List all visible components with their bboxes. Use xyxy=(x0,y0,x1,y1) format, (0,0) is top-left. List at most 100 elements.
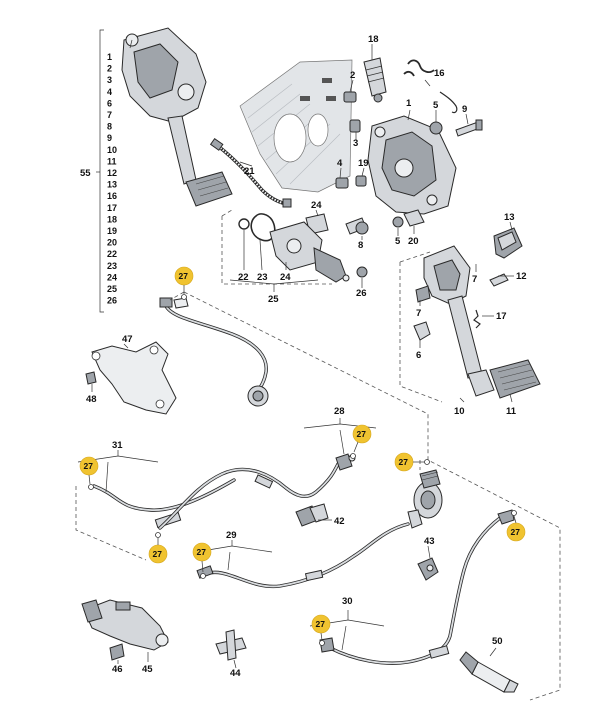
callout-27-e: 27 xyxy=(506,510,526,542)
hydraulic-line-28 xyxy=(158,453,356,530)
label-31: 31 xyxy=(112,440,123,451)
label-13: 13 xyxy=(504,212,515,223)
label-28: 28 xyxy=(334,406,345,417)
callout-bubbles: 27 27 27 27 27 xyxy=(79,266,526,646)
svg-text:27: 27 xyxy=(511,527,521,537)
label-29: 29 xyxy=(226,530,237,541)
bracket-42 xyxy=(295,503,329,527)
label-45: 45 xyxy=(142,664,153,675)
list-item: 23 xyxy=(107,261,117,271)
label-18: 18 xyxy=(368,34,379,45)
list-item: 16 xyxy=(107,191,117,201)
label-8: 8 xyxy=(358,240,363,251)
svg-text:27: 27 xyxy=(399,457,409,467)
label-46: 46 xyxy=(112,664,123,675)
list-item: 8 xyxy=(107,122,112,132)
list-item: 6 xyxy=(107,98,112,108)
brake-pedal-assembly xyxy=(121,27,233,207)
label-5b: 5 xyxy=(395,236,401,247)
spring-18 xyxy=(363,57,387,103)
list-item: 7 xyxy=(107,110,112,120)
label-4: 4 xyxy=(337,158,343,169)
list-item: 18 xyxy=(107,214,117,224)
return-spring-16 xyxy=(403,59,458,114)
clutch-pedal-assembly xyxy=(399,245,541,403)
list-item: 13 xyxy=(107,180,117,190)
callout-27-h: 27 xyxy=(311,614,331,646)
label-6: 6 xyxy=(416,350,421,361)
label-42: 42 xyxy=(334,516,345,527)
bulkhead-panel xyxy=(239,59,353,193)
nut-5b xyxy=(392,216,404,228)
label-26: 26 xyxy=(356,288,367,299)
label-47: 47 xyxy=(122,334,133,345)
label-5a: 5 xyxy=(433,100,439,111)
label-7b: 7 xyxy=(416,308,421,319)
pin-8 xyxy=(345,217,369,235)
list-item: 25 xyxy=(107,284,117,294)
hydraulic-line-31 xyxy=(92,478,236,529)
list-item: 26 xyxy=(107,296,117,306)
clutch-pedal-bracket-1 xyxy=(367,115,457,215)
part-labels: 18 16 2 1 5 9 3 4 19 21 24 8 5 20 13 7 1… xyxy=(86,34,527,679)
master-cylinder-group xyxy=(221,209,368,285)
svg-text:27: 27 xyxy=(357,429,367,439)
svg-text:27: 27 xyxy=(197,547,207,557)
label-19: 19 xyxy=(358,158,369,169)
label-24a: 24 xyxy=(311,200,322,211)
hose-21 xyxy=(209,137,292,208)
label-43: 43 xyxy=(424,536,435,547)
list-item: 12 xyxy=(107,168,117,178)
callout-27-a: 27 xyxy=(174,266,194,300)
label-24b: 24 xyxy=(280,272,291,283)
list-item: 20 xyxy=(107,238,117,248)
label-9: 9 xyxy=(462,104,467,115)
label-44: 44 xyxy=(230,668,241,679)
washer-20 xyxy=(403,209,425,227)
callout-27-d: 27 xyxy=(79,456,99,490)
label-3: 3 xyxy=(353,138,358,149)
bracket-47 xyxy=(91,341,177,415)
label-23: 23 xyxy=(257,272,268,283)
label-10: 10 xyxy=(454,406,465,417)
bushing-19 xyxy=(355,175,367,187)
label-12: 12 xyxy=(516,271,527,282)
callout-27-b: 27 xyxy=(350,424,372,459)
svg-text:27: 27 xyxy=(316,619,326,629)
clip-43 xyxy=(417,557,439,581)
callout-27-c: 27 xyxy=(394,452,430,472)
list-item: 10 xyxy=(107,145,117,155)
svg-text:27: 27 xyxy=(153,549,163,559)
list-item: 3 xyxy=(107,75,112,85)
label-16: 16 xyxy=(434,68,445,79)
label-22: 22 xyxy=(238,272,249,283)
master-cylinder-45 xyxy=(81,599,169,661)
bushing-4 xyxy=(335,177,349,189)
list-item: 9 xyxy=(107,133,112,143)
label-30: 30 xyxy=(342,596,353,607)
bushing-2 xyxy=(343,91,357,103)
line-30 xyxy=(319,509,515,665)
list-item: 11 xyxy=(107,156,117,166)
svg-text:27: 27 xyxy=(179,271,189,281)
list-item: 19 xyxy=(107,226,117,236)
svg-text:27: 27 xyxy=(84,461,94,471)
leader-lines xyxy=(77,39,514,669)
clip-48 xyxy=(85,371,97,385)
callout-27-f: 27 xyxy=(148,532,168,564)
grease-tube-50 xyxy=(459,651,519,693)
label-48: 48 xyxy=(86,394,97,405)
list-item: 2 xyxy=(107,64,112,74)
label-11: 11 xyxy=(506,406,517,417)
parts-list-bracket: 55 xyxy=(80,29,104,313)
nut-5a xyxy=(429,121,443,135)
list-item: 22 xyxy=(107,249,117,259)
cover-13 xyxy=(493,227,523,259)
label-2: 2 xyxy=(350,70,355,81)
label-7a: 7 xyxy=(472,274,477,285)
hydraulic-line-upper xyxy=(159,297,269,407)
release-bearing xyxy=(407,469,443,529)
list-group-label: 55 xyxy=(80,168,91,179)
